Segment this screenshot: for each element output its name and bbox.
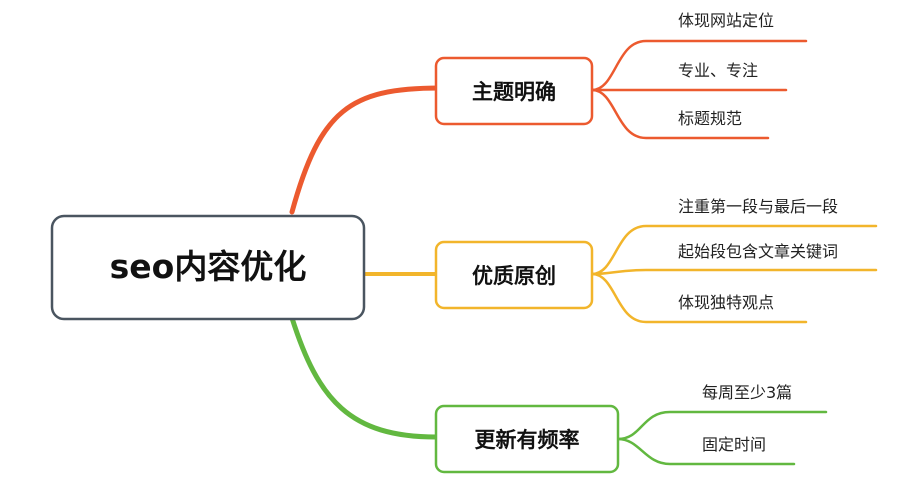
leaf-3-1: 每周至少3篇: [702, 383, 792, 402]
connector-root-to-branch-1: [289, 85, 443, 215]
leaf-3-2: 固定时间: [702, 435, 766, 454]
branch-node-2[interactable]: [434, 240, 594, 310]
leaf-1-2: 专业、专注: [678, 61, 758, 80]
leaf-1-3: 标题规范: [678, 109, 742, 128]
branch-node-3[interactable]: [434, 404, 620, 474]
leaf-2-1: 注重第一段与最后一段: [678, 197, 838, 216]
connector-root-to-branch-3: [289, 315, 439, 440]
leaf-1-1: 体现网站定位: [678, 11, 774, 30]
branch-node-1[interactable]: [434, 56, 594, 126]
branch-node-2-label: 优质原创: [472, 264, 556, 288]
leaf-2-2: 起始段包含文章关键词: [678, 242, 838, 261]
branch-node-3-label: 更新有频率: [475, 428, 580, 452]
branch-1-leaf-connectors: [590, 39, 808, 140]
root-node-label: seo内容优化: [110, 247, 307, 286]
branch-3-leaf-connectors: [616, 410, 828, 466]
leaf-2-3: 体现独特观点: [678, 293, 774, 312]
branch-node-1-label: 主题明确: [472, 80, 556, 104]
root-node[interactable]: [50, 214, 366, 321]
branch-2-leaf-connectors: [590, 224, 878, 324]
